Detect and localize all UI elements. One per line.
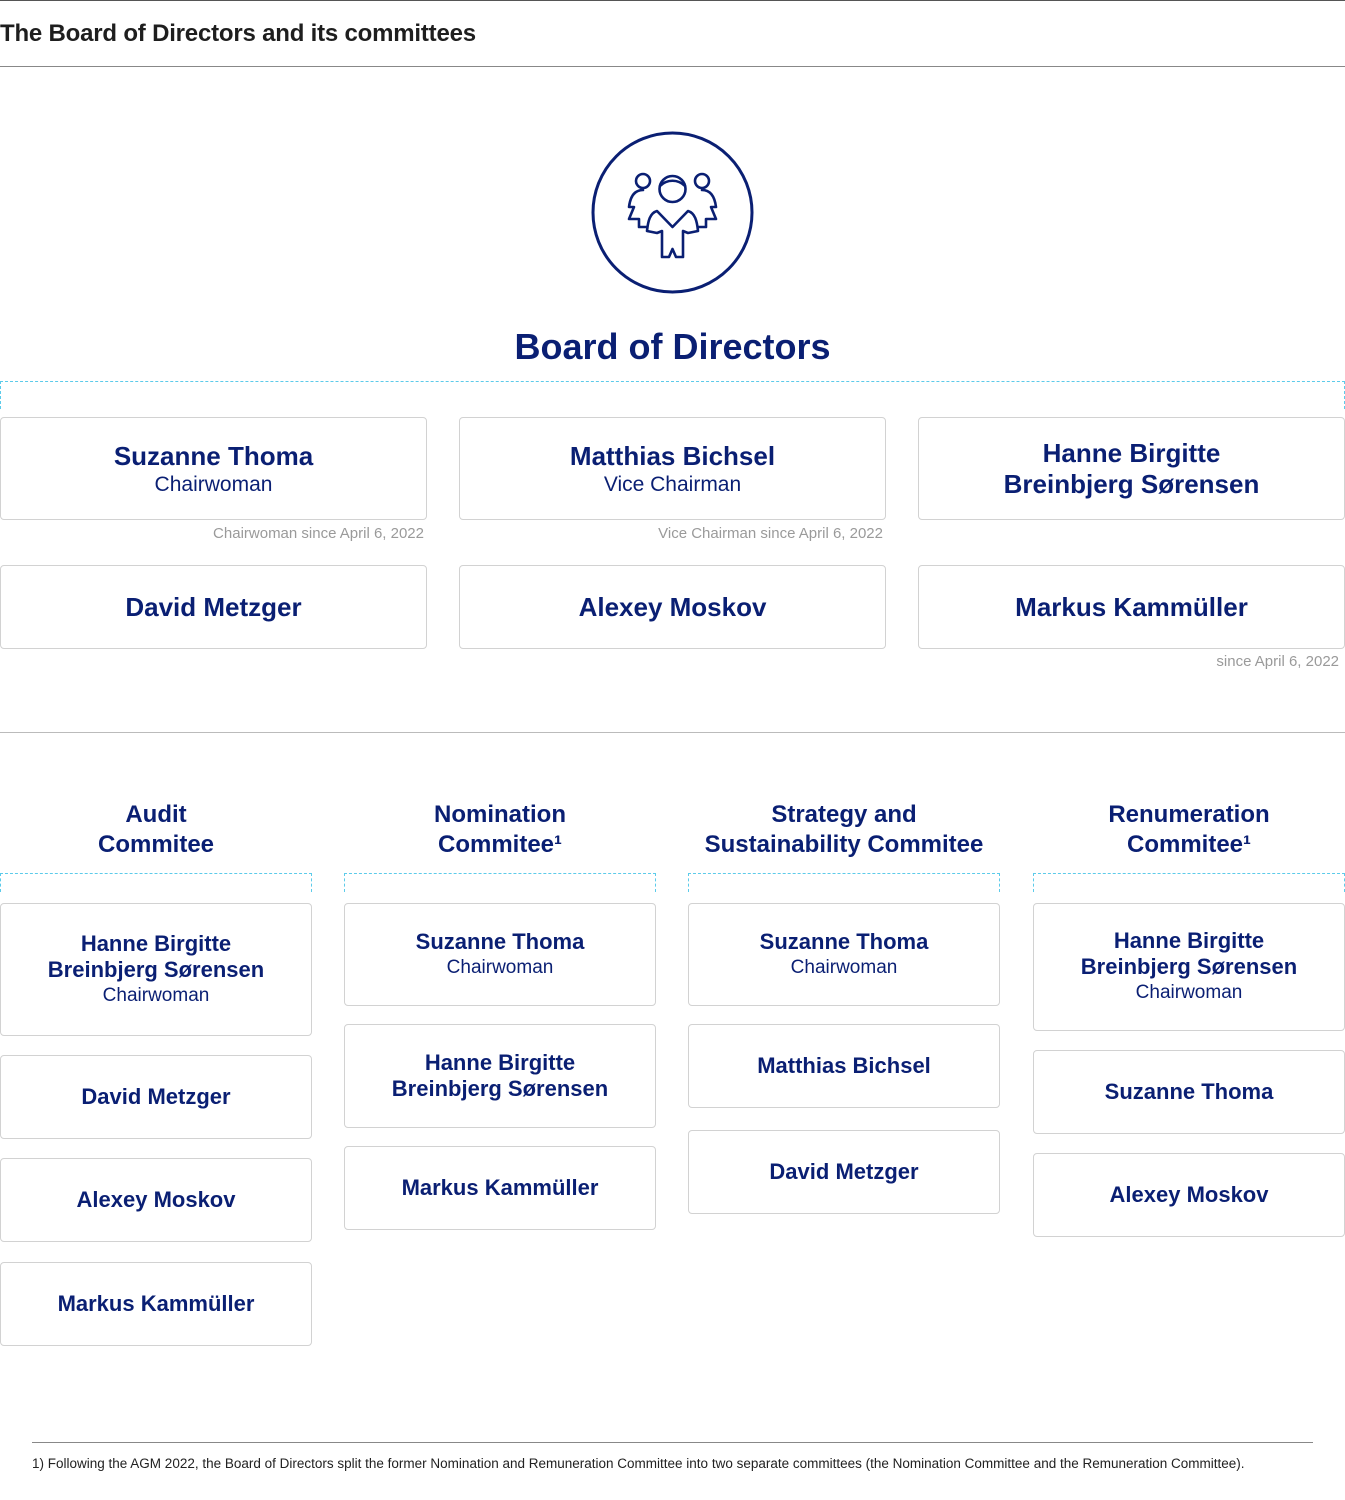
top-rule (0, 0, 1345, 1)
member-role: Chairwoman (102, 984, 210, 1006)
member-name: Alexey Moskov (1109, 1182, 1269, 1207)
committee-member-card: Alexey Moskov (0, 1158, 312, 1242)
people-group-icon (591, 131, 754, 294)
committee-member-card: David Metzger (0, 1055, 312, 1139)
committee-member-card: Hanne Birgitte Breinbjerg Sørensen Chair… (0, 903, 312, 1036)
member-role: Chairwoman (1135, 982, 1243, 1003)
member-name: Markus Kammüller (1015, 591, 1248, 622)
committee-member-card: Matthias Bichsel (688, 1024, 1000, 1108)
member-role: Vice Chairman (603, 472, 742, 496)
member-note: Chairwoman since April 6, 2022 (213, 525, 424, 542)
member-name: Markus Kammüller (401, 1175, 599, 1200)
member-name: David Metzger (81, 1084, 231, 1109)
committee-member-card: Hanne Birgitte Breinbjerg Sørensen (344, 1024, 656, 1128)
committee-title-renumeration: Renumeration Commitee¹ (1108, 801, 1270, 858)
member-name: David Metzger (769, 1159, 919, 1184)
committee-member-card: Suzanne Thoma Chairwoman (344, 903, 656, 1006)
member-note: Vice Chairman since April 6, 2022 (658, 525, 883, 542)
member-name: Hanne Birgitte Breinbjerg Sørensen (47, 930, 265, 982)
footnote: 1) Following the AGM 2022, the Board of … (32, 1456, 1245, 1471)
title-rule (0, 66, 1345, 67)
section-divider (0, 732, 1345, 733)
committee-bracket (1033, 873, 1345, 892)
committee-bracket (688, 873, 1000, 892)
committee-title-audit: Audit Commitee (97, 801, 215, 858)
member-name: Suzanne Thoma (113, 440, 314, 471)
footnote-rule (32, 1442, 1313, 1443)
committee-bracket (0, 873, 312, 892)
committee-member-card: David Metzger (688, 1130, 1000, 1214)
board-member-card: Hanne Birgitte Breinbjerg Sørensen (918, 417, 1345, 520)
member-name: Suzanne Thoma (759, 928, 929, 954)
member-note: since April 6, 2022 (1216, 653, 1339, 670)
committee-member-card: Markus Kammüller (344, 1146, 656, 1230)
member-role: Chairwoman (154, 472, 273, 496)
member-name: Markus Kammüller (57, 1291, 255, 1316)
committee-member-card: Suzanne Thoma (1033, 1050, 1345, 1134)
member-name: Suzanne Thoma (415, 928, 585, 954)
board-member-card: Matthias Bichsel Vice Chairman (459, 417, 886, 520)
member-name: David Metzger (125, 591, 302, 622)
member-name: Hanne Birgitte Breinbjerg Sørensen (1080, 928, 1298, 979)
committee-bracket (344, 873, 656, 892)
member-name: Matthias Bichsel (757, 1053, 931, 1078)
member-role: Chairwoman (446, 956, 554, 978)
member-name: Alexey Moskov (578, 591, 767, 622)
member-name: Hanne Birgitte Breinbjerg Sørensen (1003, 437, 1260, 499)
board-member-card: David Metzger (0, 565, 427, 649)
committee-member-card: Markus Kammüller (0, 1262, 312, 1346)
board-member-card: Suzanne Thoma Chairwoman (0, 417, 427, 520)
committee-member-card: Suzanne Thoma Chairwoman (688, 903, 1000, 1006)
member-name: Suzanne Thoma (1104, 1079, 1274, 1104)
committee-title-nomination: Nomination Commitee¹ (434, 801, 566, 858)
member-name: Alexey Moskov (76, 1187, 236, 1212)
board-member-card: Markus Kammüller (918, 565, 1345, 649)
member-name: Hanne Birgitte Breinbjerg Sørensen (391, 1050, 609, 1101)
board-member-card: Alexey Moskov (459, 565, 886, 649)
committee-title-strategy: Strategy and Sustainability Commitee (704, 801, 984, 858)
member-name: Matthias Bichsel (569, 440, 776, 471)
committee-member-card: Alexey Moskov (1033, 1153, 1345, 1237)
member-role: Chairwoman (790, 956, 898, 978)
board-bracket (0, 381, 1345, 409)
board-title: Board of Directors (514, 326, 831, 367)
committee-member-card: Hanne Birgitte Breinbjerg Sørensen Chair… (1033, 903, 1345, 1031)
page-title: The Board of Directors and its committee… (0, 20, 476, 47)
